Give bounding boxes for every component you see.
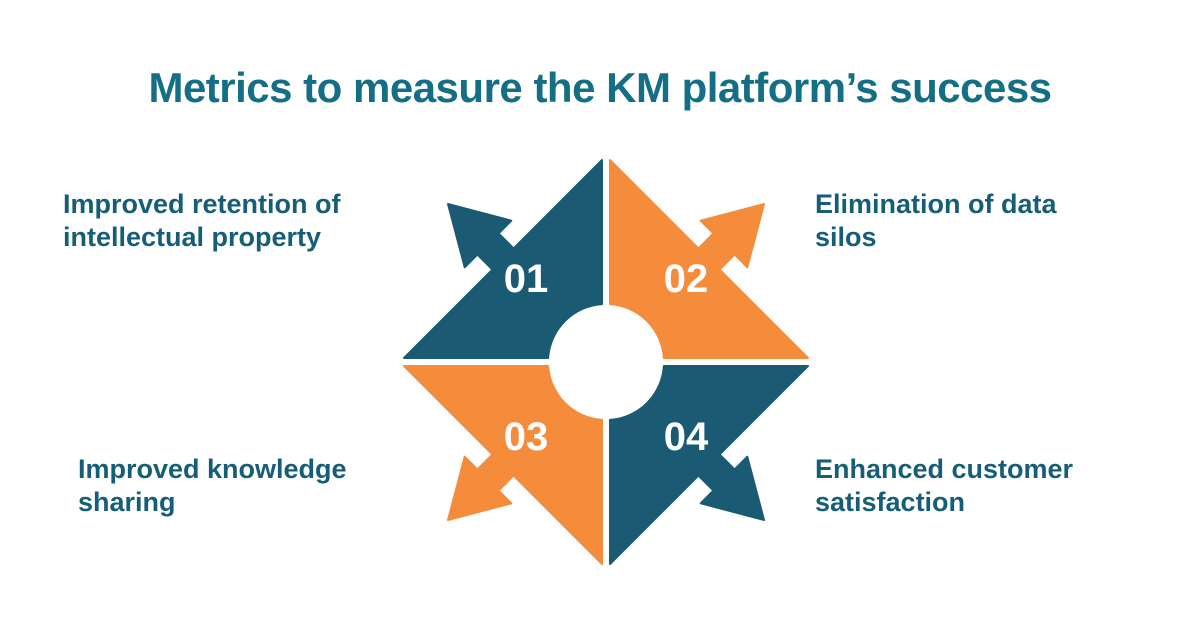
quadrant-03-label-line-2: sharing — [78, 487, 176, 517]
page-title: Metrics to measure the KM platform’s suc… — [148, 64, 1052, 111]
quadrant-04-label-line-1: Enhanced customer — [815, 454, 1074, 484]
quadrant-04-number: 04 — [664, 415, 709, 459]
quadrant-01-number: 01 — [504, 257, 549, 301]
quadrant-03-label: Improved knowledge sharing — [78, 453, 347, 519]
quadrant-03-arrow-shape — [403, 365, 603, 565]
quadrant-03-number: 03 — [504, 415, 549, 459]
quadrant-01-label-line-1: Improved retention of — [63, 189, 341, 219]
quadrant-02-label-line-2: silos — [815, 222, 877, 252]
quadrant-03-label-line-1: Improved knowledge — [78, 454, 347, 484]
quadrant-02-arrow-shape — [609, 159, 809, 359]
quadrant-01-label: Improved retention of intellectual prope… — [63, 188, 341, 254]
quadrant-02-label: Elimination of data silos — [815, 188, 1057, 254]
four-arrows-diagram: 01 02 03 04 — [403, 159, 809, 565]
quadrant-04-label: Enhanced customer satisfaction — [815, 453, 1073, 519]
quadrant-02-label-line-1: Elimination of data — [815, 189, 1057, 219]
quadrant-01-label-line-2: intellectual property — [63, 222, 322, 252]
quadrant-04-label-line-2: satisfaction — [815, 487, 966, 517]
quadrant-02-number: 02 — [664, 257, 709, 301]
quadrant-04-arrow-shape — [609, 365, 809, 565]
